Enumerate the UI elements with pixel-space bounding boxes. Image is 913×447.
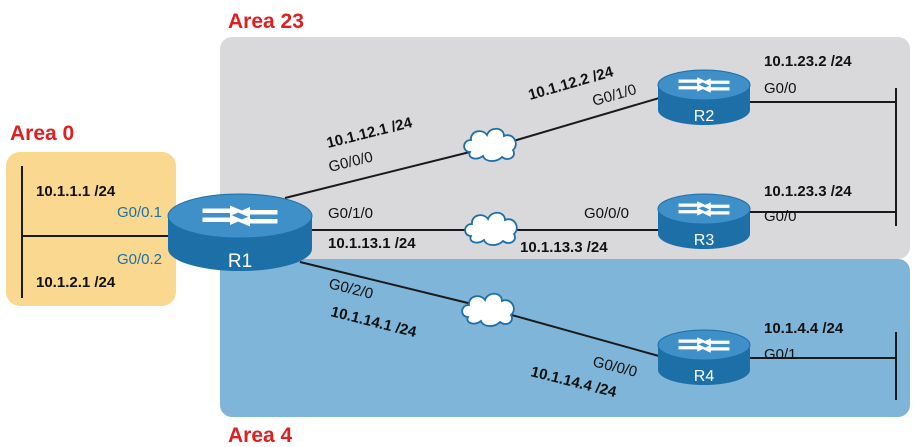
r1-sub2-address: 10.1.2.1 /24 bbox=[36, 274, 116, 291]
r3-wan-interface: G0/0/0 bbox=[584, 205, 629, 222]
wan-cloud-icon-r1-r3 bbox=[464, 211, 518, 246]
r2-lan-address: 10.1.23.2 /24 bbox=[764, 53, 852, 70]
r4-lan-interface: G0/1 bbox=[764, 346, 797, 363]
router-r3-label: R3 bbox=[694, 232, 715, 249]
r2-lan-interface: G0/0 bbox=[764, 80, 797, 97]
r3-lan-interface: G0/0 bbox=[764, 208, 797, 225]
router-r4-label: R4 bbox=[694, 368, 715, 385]
r3-wan-address: 10.1.13.3 /24 bbox=[520, 239, 608, 256]
area-23-title: Area 23 bbox=[228, 10, 304, 33]
link-r1-r2-left bbox=[284, 149, 479, 199]
r1-r3-interface: G0/1/0 bbox=[328, 205, 373, 222]
area-0-region bbox=[6, 152, 176, 306]
link-r1-r4-right bbox=[507, 313, 667, 359]
r1-sub1-interface: G0/0.1 bbox=[117, 204, 162, 221]
router-r4: R4 bbox=[657, 329, 751, 385]
r1-sub1-address: 10.1.1.1 /24 bbox=[36, 183, 116, 200]
wan-cloud-icon-r1-r4 bbox=[461, 292, 515, 327]
wan-cloud-icon-r1-r2 bbox=[463, 127, 517, 162]
area-4-region bbox=[220, 259, 910, 417]
r1-sub2-interface: G0/0.2 bbox=[117, 251, 162, 268]
router-r1: R1 bbox=[167, 193, 313, 272]
r3-lan-address: 10.1.23.3 /24 bbox=[764, 183, 852, 200]
router-r2-label: R2 bbox=[694, 108, 715, 125]
router-r1-label: R1 bbox=[228, 251, 252, 272]
r1-r3-address: 10.1.13.1 /24 bbox=[328, 235, 416, 252]
router-r3: R3 bbox=[657, 193, 751, 249]
link-r1-r4-left bbox=[299, 261, 473, 305]
link-r1-r2-right bbox=[509, 95, 667, 143]
area-23-region bbox=[220, 37, 910, 259]
router-r2: R2 bbox=[657, 69, 751, 125]
area-0-title: Area 0 bbox=[10, 122, 74, 145]
area-4-title: Area 4 bbox=[228, 424, 293, 447]
r4-lan-address: 10.1.4.4 /24 bbox=[764, 320, 844, 337]
